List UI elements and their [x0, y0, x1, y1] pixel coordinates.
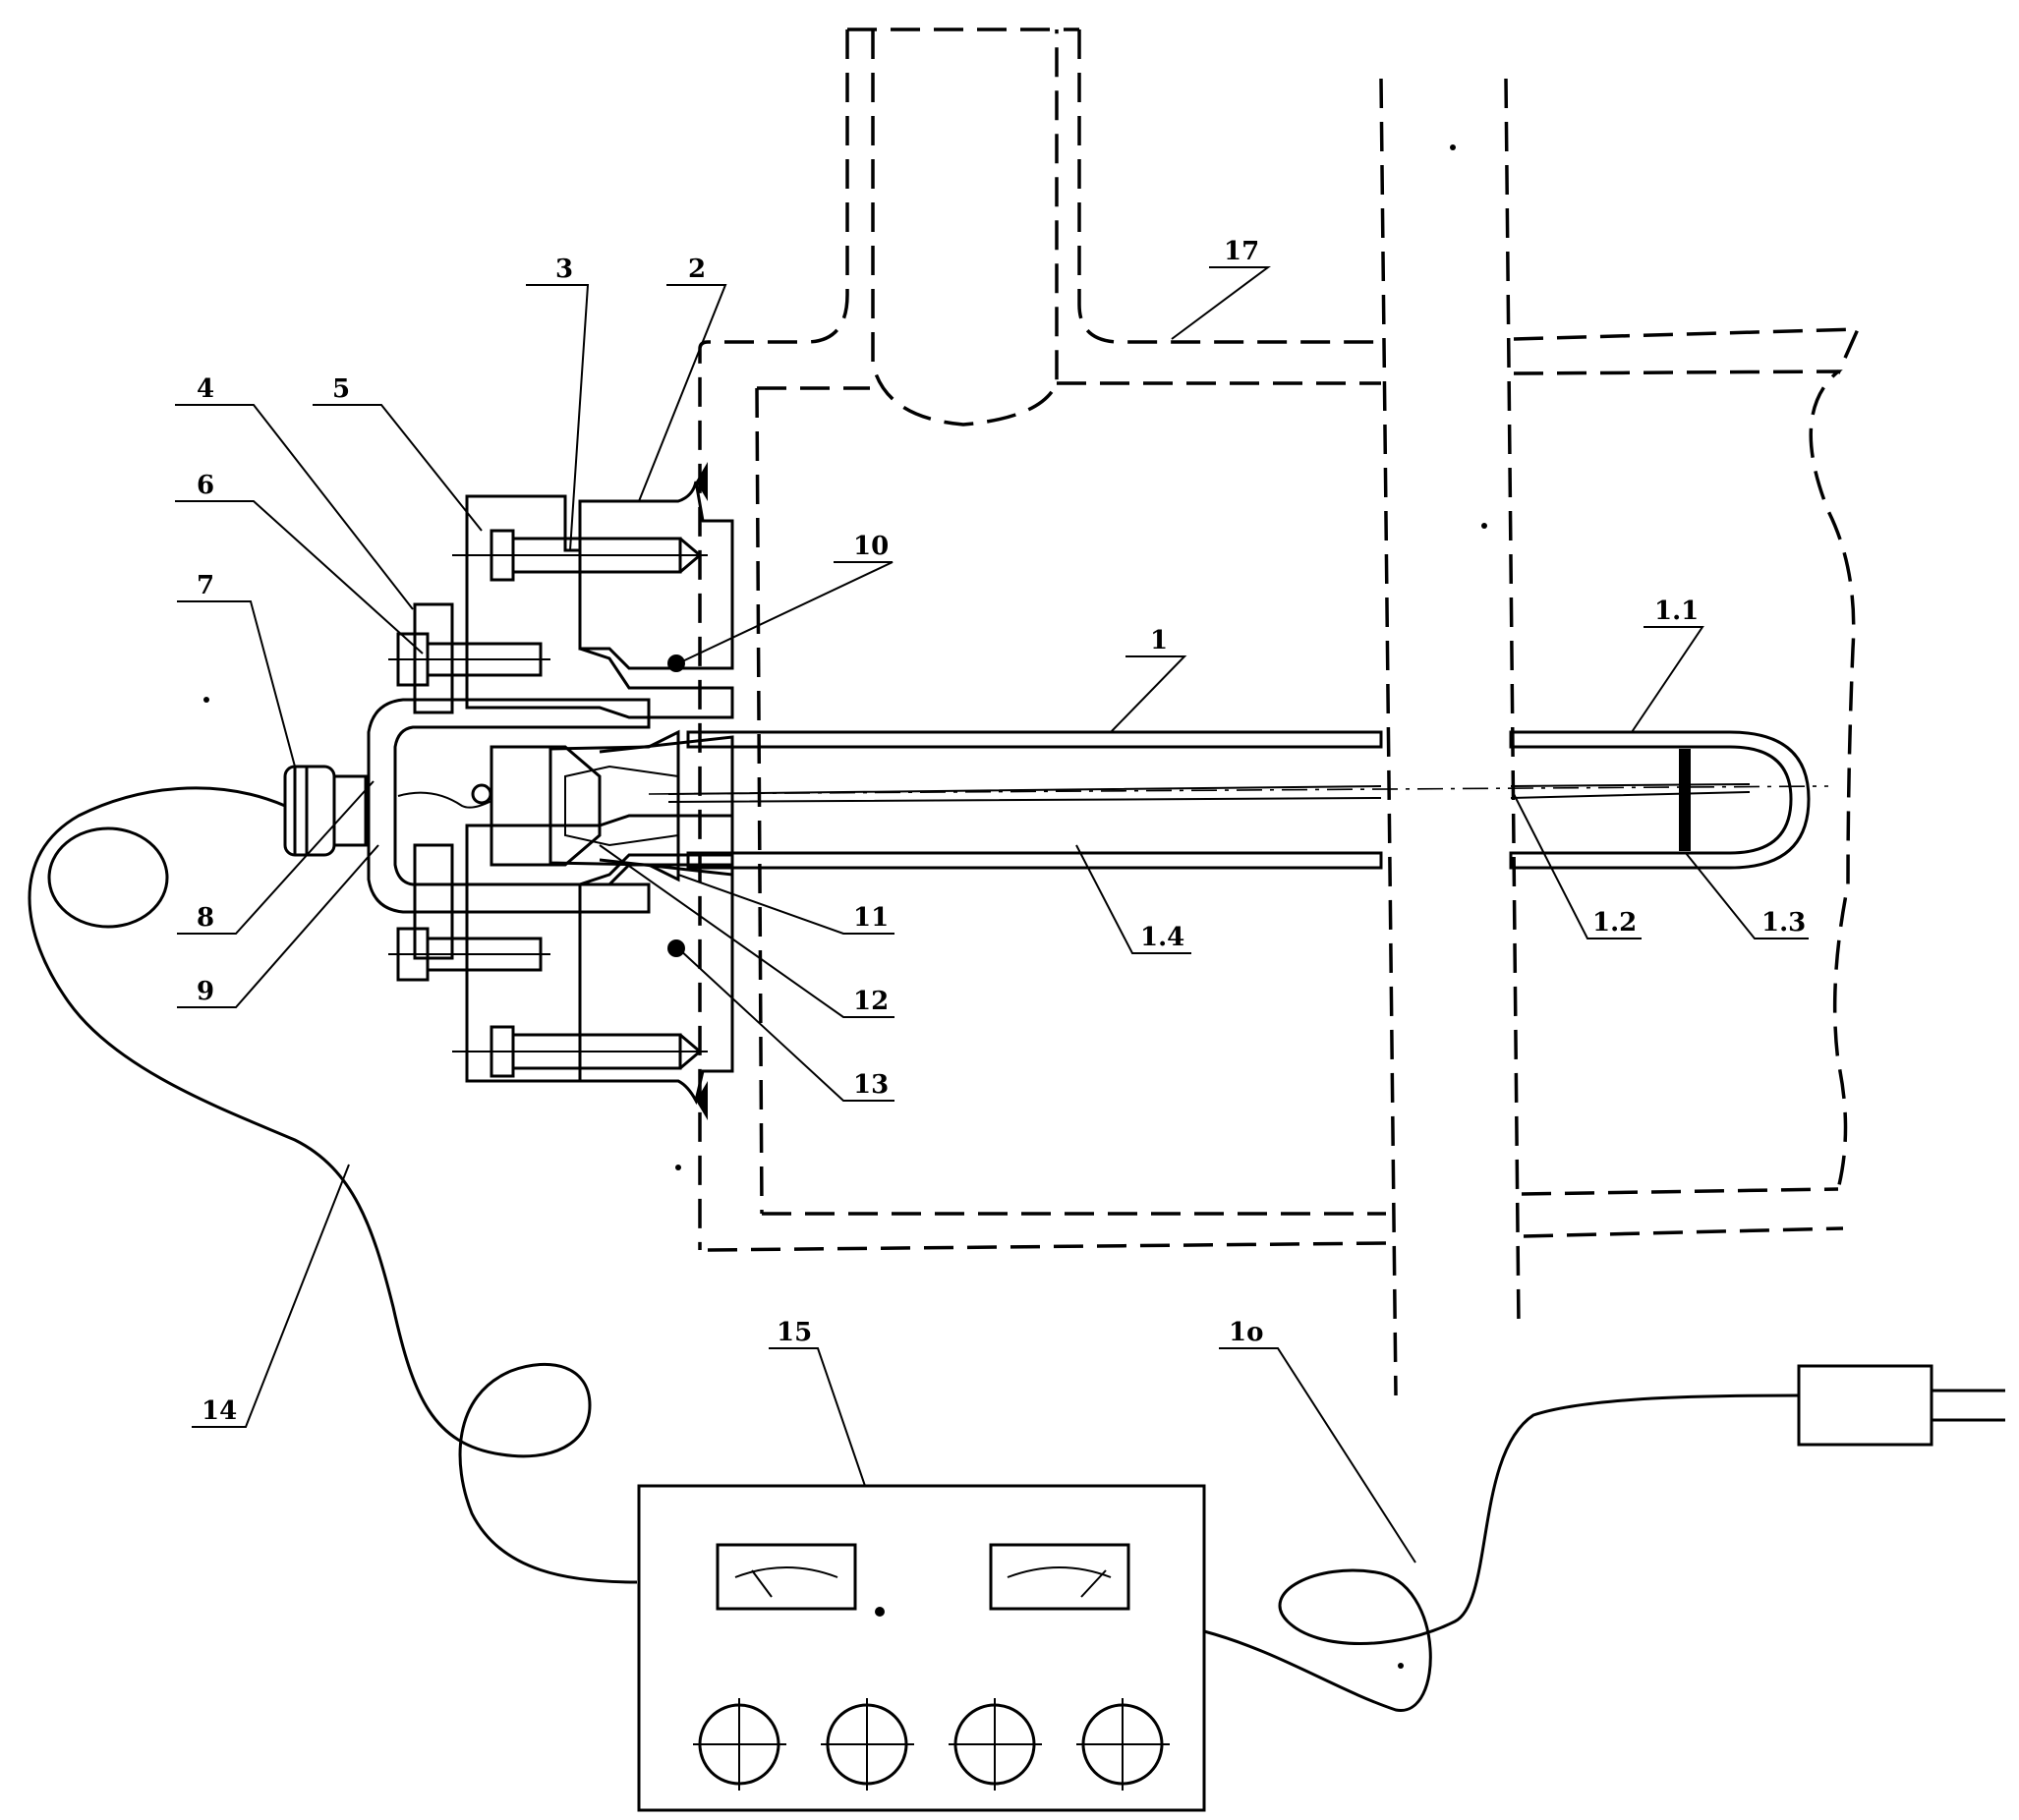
label-9: 9: [197, 977, 214, 1006]
connector-gland: [367, 698, 734, 914]
label-2: 2: [688, 255, 706, 284]
vessel-outline: [698, 28, 1861, 1396]
cables: [28, 786, 2005, 1712]
probe-tube: [648, 730, 1829, 870]
label-1-3: 1.3: [1761, 908, 1806, 938]
label-6: 6: [197, 471, 214, 500]
label-11: 11: [853, 903, 889, 933]
reference-labels: 3 2 4 5 6 7 17 10 1 1.1 8 9 11 12 13 1.4…: [197, 237, 1806, 1426]
flange-assembly: [388, 462, 734, 1120]
label-15: 15: [777, 1318, 812, 1347]
connector-plug: [283, 765, 368, 857]
label-10: 10: [853, 532, 889, 561]
label-13: 13: [853, 1070, 889, 1100]
leader-lines: [175, 266, 1809, 1564]
label-1-1: 1.1: [1654, 597, 1699, 626]
label-3: 3: [555, 255, 573, 284]
label-5: 5: [332, 374, 350, 404]
power-plug: [1797, 1364, 1933, 1447]
label-4: 4: [197, 374, 214, 404]
label-16: 1o: [1229, 1318, 1263, 1347]
dial-1: [693, 1698, 786, 1791]
label-17: 17: [1224, 237, 1259, 266]
label-8: 8: [197, 903, 214, 933]
dial-3: [949, 1698, 1042, 1791]
dial-2: [821, 1698, 914, 1791]
label-14: 14: [202, 1396, 237, 1426]
label-1: 1: [1150, 626, 1168, 655]
label-7: 7: [197, 571, 214, 600]
label-12: 12: [853, 987, 889, 1016]
instrument-box: [637, 1484, 1206, 1812]
label-1-4: 1.4: [1140, 923, 1184, 952]
dial-4: [1076, 1698, 1170, 1791]
label-1-2: 1.2: [1592, 908, 1637, 938]
